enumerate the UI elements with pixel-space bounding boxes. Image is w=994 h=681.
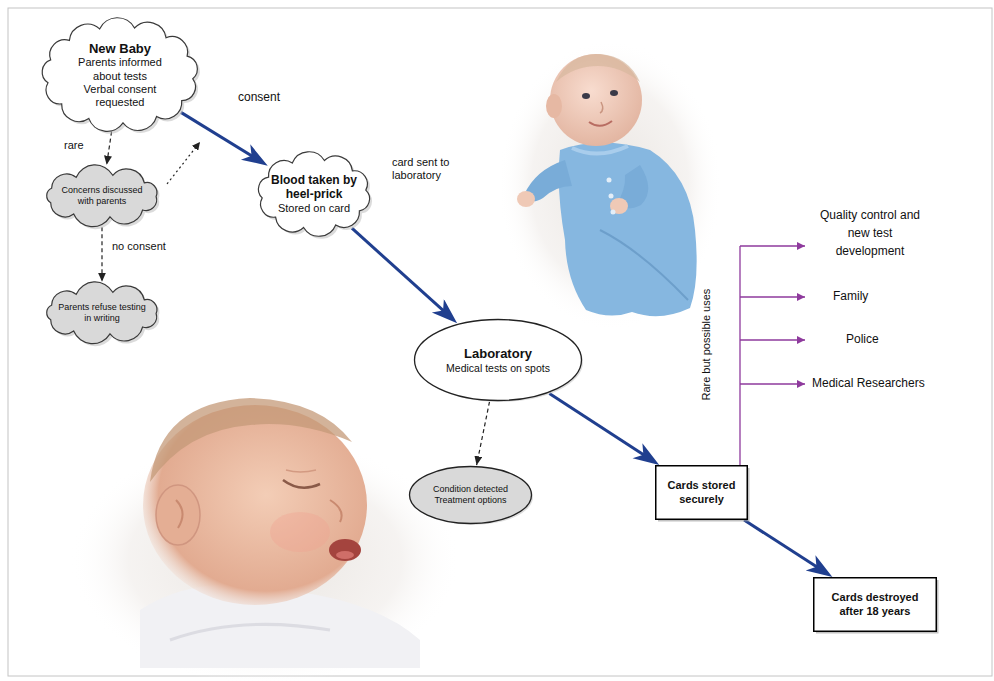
use-arrow bbox=[740, 296, 805, 297]
ellipse-node: Condition detectedTreatment options bbox=[408, 465, 533, 525]
node-body: Treatment options bbox=[426, 495, 516, 506]
onesie-fold bbox=[600, 230, 688, 300]
use-label: Quality control and new test development bbox=[812, 206, 928, 260]
cloud-node: Concerns discussed with parents bbox=[36, 163, 168, 229]
baby-ear bbox=[156, 485, 200, 545]
bracket-line bbox=[739, 246, 740, 465]
cloud-shape bbox=[258, 152, 369, 236]
use-label: Police bbox=[846, 332, 926, 346]
flow-arrow bbox=[107, 132, 112, 165]
rect-shape bbox=[656, 466, 748, 520]
use-arrow bbox=[740, 339, 805, 340]
flow-arrow bbox=[549, 393, 651, 459]
baby-eye bbox=[610, 90, 618, 96]
flow-arrow bbox=[352, 228, 450, 316]
button bbox=[611, 210, 616, 215]
node-title: Condition detected bbox=[426, 484, 516, 495]
button bbox=[607, 178, 612, 183]
node-text: Cards stored securely bbox=[660, 479, 744, 505]
crying-mouth bbox=[329, 539, 361, 561]
flow-arrow bbox=[181, 112, 259, 160]
cloud-shape bbox=[47, 165, 157, 227]
rect-shape bbox=[814, 578, 937, 632]
blanket-fold bbox=[170, 624, 330, 640]
baby-hand bbox=[517, 191, 535, 207]
onesie bbox=[559, 143, 697, 317]
use-label: Family bbox=[833, 289, 913, 303]
baby-hair bbox=[150, 398, 352, 482]
flow-arrow bbox=[477, 402, 490, 465]
node-text: Condition detectedTreatment options bbox=[426, 484, 516, 506]
edge-label: no consent bbox=[112, 240, 184, 253]
node-text: Parents refuse testing in writing bbox=[57, 302, 147, 324]
ear-fold bbox=[176, 500, 183, 528]
reconsider-arrow bbox=[167, 142, 200, 184]
ellipse-shape bbox=[410, 467, 532, 524]
node-text: Blood taken by heel-prickStored on card bbox=[269, 173, 359, 215]
node-title: Parents refuse testing in writing bbox=[57, 302, 147, 324]
node-title: Cards destroyed after 18 years bbox=[819, 591, 931, 617]
edge-label: rare bbox=[64, 139, 104, 152]
cloud-shape bbox=[47, 282, 157, 344]
tongue bbox=[336, 551, 354, 559]
node-body: Stored on card bbox=[269, 202, 359, 215]
collar bbox=[572, 146, 628, 154]
baby-hair bbox=[556, 54, 640, 82]
baby-mouth bbox=[589, 121, 612, 126]
use-label: Medical Researchers bbox=[812, 376, 952, 390]
baby-eye bbox=[582, 93, 590, 99]
edge-label: card sent to laboratory bbox=[392, 156, 484, 182]
use-arrow bbox=[740, 245, 805, 246]
ellipse-node: LaboratoryMedical tests on spots bbox=[413, 318, 583, 402]
node-title: Blood taken by heel-prick bbox=[269, 173, 359, 202]
bracket-label: Rare but possible uses bbox=[700, 270, 713, 420]
button bbox=[609, 194, 614, 199]
rect-node: Cards stored securely bbox=[655, 465, 748, 520]
node-text: Concerns discussed with parents bbox=[57, 185, 147, 207]
photo-ground bbox=[498, 40, 722, 330]
crying-baby-photo bbox=[70, 398, 460, 681]
brow-crease bbox=[286, 470, 316, 472]
node-text: New BabyParents informed about testsVerb… bbox=[64, 41, 176, 109]
cloud-node: Blood taken by heel-prickStored on card bbox=[250, 148, 378, 240]
baby-hand bbox=[610, 198, 628, 214]
node-title: Cards stored securely bbox=[660, 479, 744, 505]
rare-uses-bracket bbox=[740, 246, 805, 465]
edge-label: consent bbox=[238, 90, 298, 104]
closed-eye bbox=[283, 480, 320, 488]
ellipse-shape bbox=[415, 320, 582, 401]
baby-nose bbox=[330, 500, 342, 522]
baby-nose bbox=[600, 102, 603, 113]
node-title: Laboratory bbox=[437, 346, 559, 362]
node-title: New Baby bbox=[64, 41, 176, 57]
flow-arrow bbox=[744, 520, 824, 572]
node-text: Cards destroyed after 18 years bbox=[819, 591, 931, 617]
node-title: Concerns discussed with parents bbox=[57, 185, 147, 207]
rect-node: Cards destroyed after 18 years bbox=[813, 577, 937, 632]
cloud-node: New BabyParents informed about testsVerb… bbox=[35, 15, 205, 135]
smiling-baby-photo bbox=[498, 40, 722, 330]
flow-arrow bbox=[101, 227, 102, 281]
cloud-shape bbox=[42, 18, 197, 132]
node-body: Verbal consent requested bbox=[64, 83, 176, 109]
node-body: Medical tests on spots bbox=[437, 362, 559, 375]
cloud-node: Parents refuse testing in writing bbox=[36, 280, 168, 346]
cheek bbox=[270, 512, 330, 552]
baby-ear bbox=[546, 94, 562, 118]
node-text: LaboratoryMedical tests on spots bbox=[437, 346, 559, 374]
use-arrow bbox=[740, 383, 805, 384]
node-body: Parents informed about tests bbox=[64, 56, 176, 82]
baby-head bbox=[550, 54, 642, 146]
